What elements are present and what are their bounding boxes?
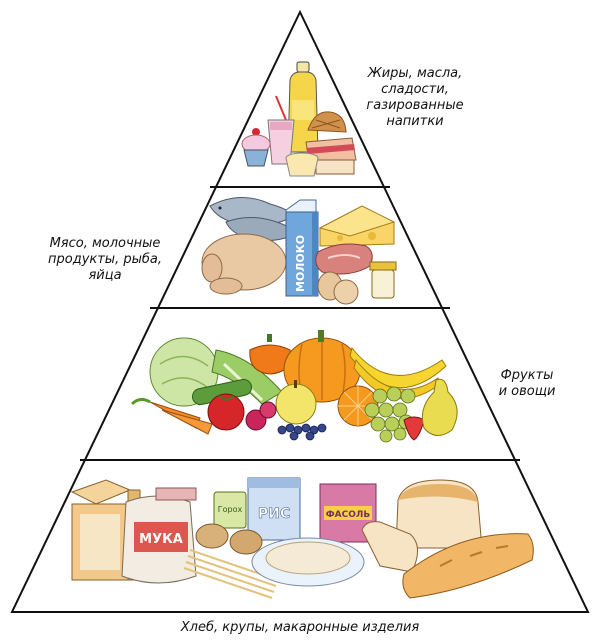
yogurt-jar-icon — [369, 261, 397, 299]
cheese-icon — [318, 205, 396, 247]
tier-fruits-label-line: Фрукты — [500, 368, 554, 383]
tier-protein-label-line: продукты, рыба, — [48, 252, 162, 267]
peas-can-icon: Горох — [213, 491, 247, 529]
beans-pack-text: ФАСОЛЬ — [326, 510, 371, 520]
grapes-icon — [364, 386, 416, 443]
fruits-vegetables-illustration — [130, 330, 458, 443]
tier-grains-label: Хлеб, крупы, макаронные изделия — [180, 620, 420, 635]
protein-illustration: МОЛОКО — [201, 196, 397, 305]
carrot-icon — [130, 397, 213, 435]
tier-protein-label: Мясо, молочные продукты, рыба, яйца — [30, 236, 180, 284]
pyramid-outline — [10, 9, 590, 613]
flour-bag-text: МУКА — [139, 532, 183, 547]
tier-fats-label-line: Жиры, масла, — [367, 66, 463, 81]
pear-icon — [421, 378, 458, 436]
eggs-icon — [317, 271, 359, 305]
tier-protein-label-line: Мясо, молочные — [49, 236, 161, 251]
baguette-icon — [402, 533, 534, 599]
tier-fats-label-line: напитки — [386, 114, 444, 129]
radish-icon — [245, 401, 277, 431]
tier-fats-label-line: сладости, — [381, 82, 449, 97]
beans-pack-icon: ФАСОЛЬ — [319, 483, 377, 543]
milk-carton-icon: МОЛОКО — [285, 199, 319, 297]
potatoes-icon — [195, 523, 263, 555]
tier-fats-label-line: газированные — [366, 98, 464, 113]
tier-fruits-label-line: и овощи — [498, 384, 556, 399]
flour-bag-icon: МУКА — [121, 495, 197, 584]
tier-fats-label: Жиры, масла, сладости, газированные напи… — [340, 66, 490, 130]
tier-fruits-label: Фрукты и овощи — [472, 368, 582, 400]
milk-carton-text: МОЛОКО — [294, 235, 307, 292]
meat-icon — [315, 243, 373, 275]
oil-bottle-icon — [287, 61, 319, 153]
bread-loaf-icon — [395, 479, 483, 549]
pudding-cup-icon — [285, 152, 319, 177]
tier-protein-label-line: яйца — [88, 268, 122, 283]
strawberry-icon — [403, 416, 425, 441]
peas-can-text: Горох — [218, 505, 243, 514]
chicken-icon — [201, 233, 287, 295]
cupcake-icon — [241, 128, 271, 167]
porridge-plate-icon — [251, 537, 365, 587]
sweets-and-drinks-illustration — [241, 61, 357, 177]
grains-illustration: МУКА Горох РИС ФАСОЛЬ — [70, 477, 534, 599]
tomato-icon — [207, 393, 245, 431]
pie-icon — [307, 111, 347, 133]
cake-slice-icon — [305, 137, 357, 175]
rice-pack-icon: РИС — [247, 477, 301, 541]
green-apple-icon — [275, 380, 317, 425]
blueberries-icon — [277, 423, 327, 441]
milkshake-glass-icon — [267, 95, 295, 165]
rice-pack-text: РИС — [258, 506, 290, 522]
jar-icon — [155, 487, 197, 501]
